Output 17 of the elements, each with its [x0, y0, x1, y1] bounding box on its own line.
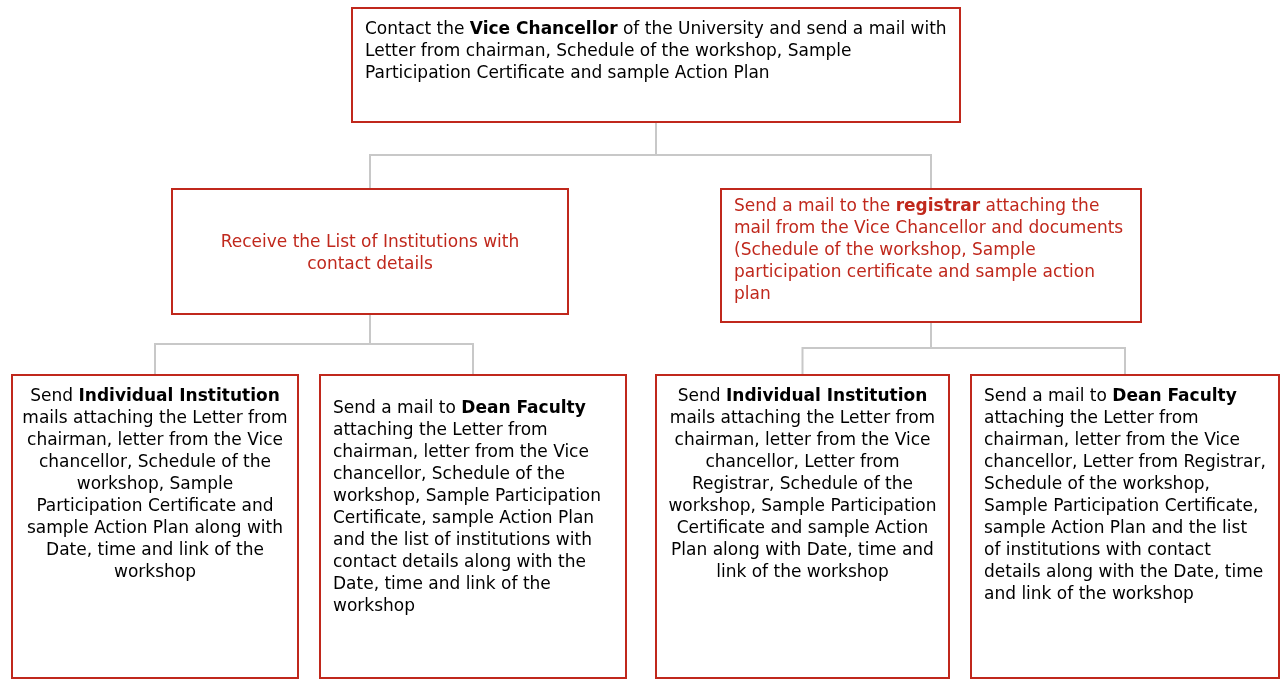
step-text: Send Individual Institution mails attaching the Letter from chairman, letter from the Vice chancellor, Letter from Registrar, Schedule of the workshop, Sample Participation Certificate and sample Action Plan along with Date, time and link of the workshop [667, 384, 938, 582]
process-box [351, 7, 961, 123]
process-box [970, 374, 1280, 679]
connector-line [930, 322, 1126, 375]
process-box [11, 374, 299, 679]
process-box [720, 188, 1142, 323]
process-box [655, 374, 950, 679]
step-text: Receive the List of Institutions with contact details [219, 229, 521, 274]
step-text: Send a mail to Dean Faculty attaching the Letter from chairman, letter from the Vice chancellor, Schedule of the workshop, Sample Participation Certificate, sample Action Plan and the list of institutions with contact details along with the Date, time and link of the workshop [333, 396, 603, 616]
step-text: Send Individual Institution mails attaching the Letter from chairman, letter from the Vice chancellor, Schedule of the workshop, Sample Participation Certificate and sample Action Plan along with Date, time and link of the workshop [21, 384, 289, 582]
step-text: Contact the Vice Chancellor of the University and send a mail with Letter from chairman, Schedule of the workshop, Sample Participation Certificate and sample Action Plan [365, 17, 947, 83]
process-box [319, 374, 627, 679]
step-text: Send a mail to Dean Faculty attaching the Letter from chairman, letter from the Vice chancellor, Letter from Registrar, Schedule of the workshop, Sample Participation Certificate, sample Action Plan and the list of institutions with contact details along with the Date, time and link of the workshop [984, 384, 1266, 604]
connector-line [369, 314, 474, 375]
process-box [171, 188, 569, 315]
connector-line [655, 122, 932, 189]
step-text: Send a mail to the registrar attaching the mail from the Vice Chancellor and documents (Schedule of the workshop, Sample participation certificate and sample action plan [734, 194, 1125, 304]
